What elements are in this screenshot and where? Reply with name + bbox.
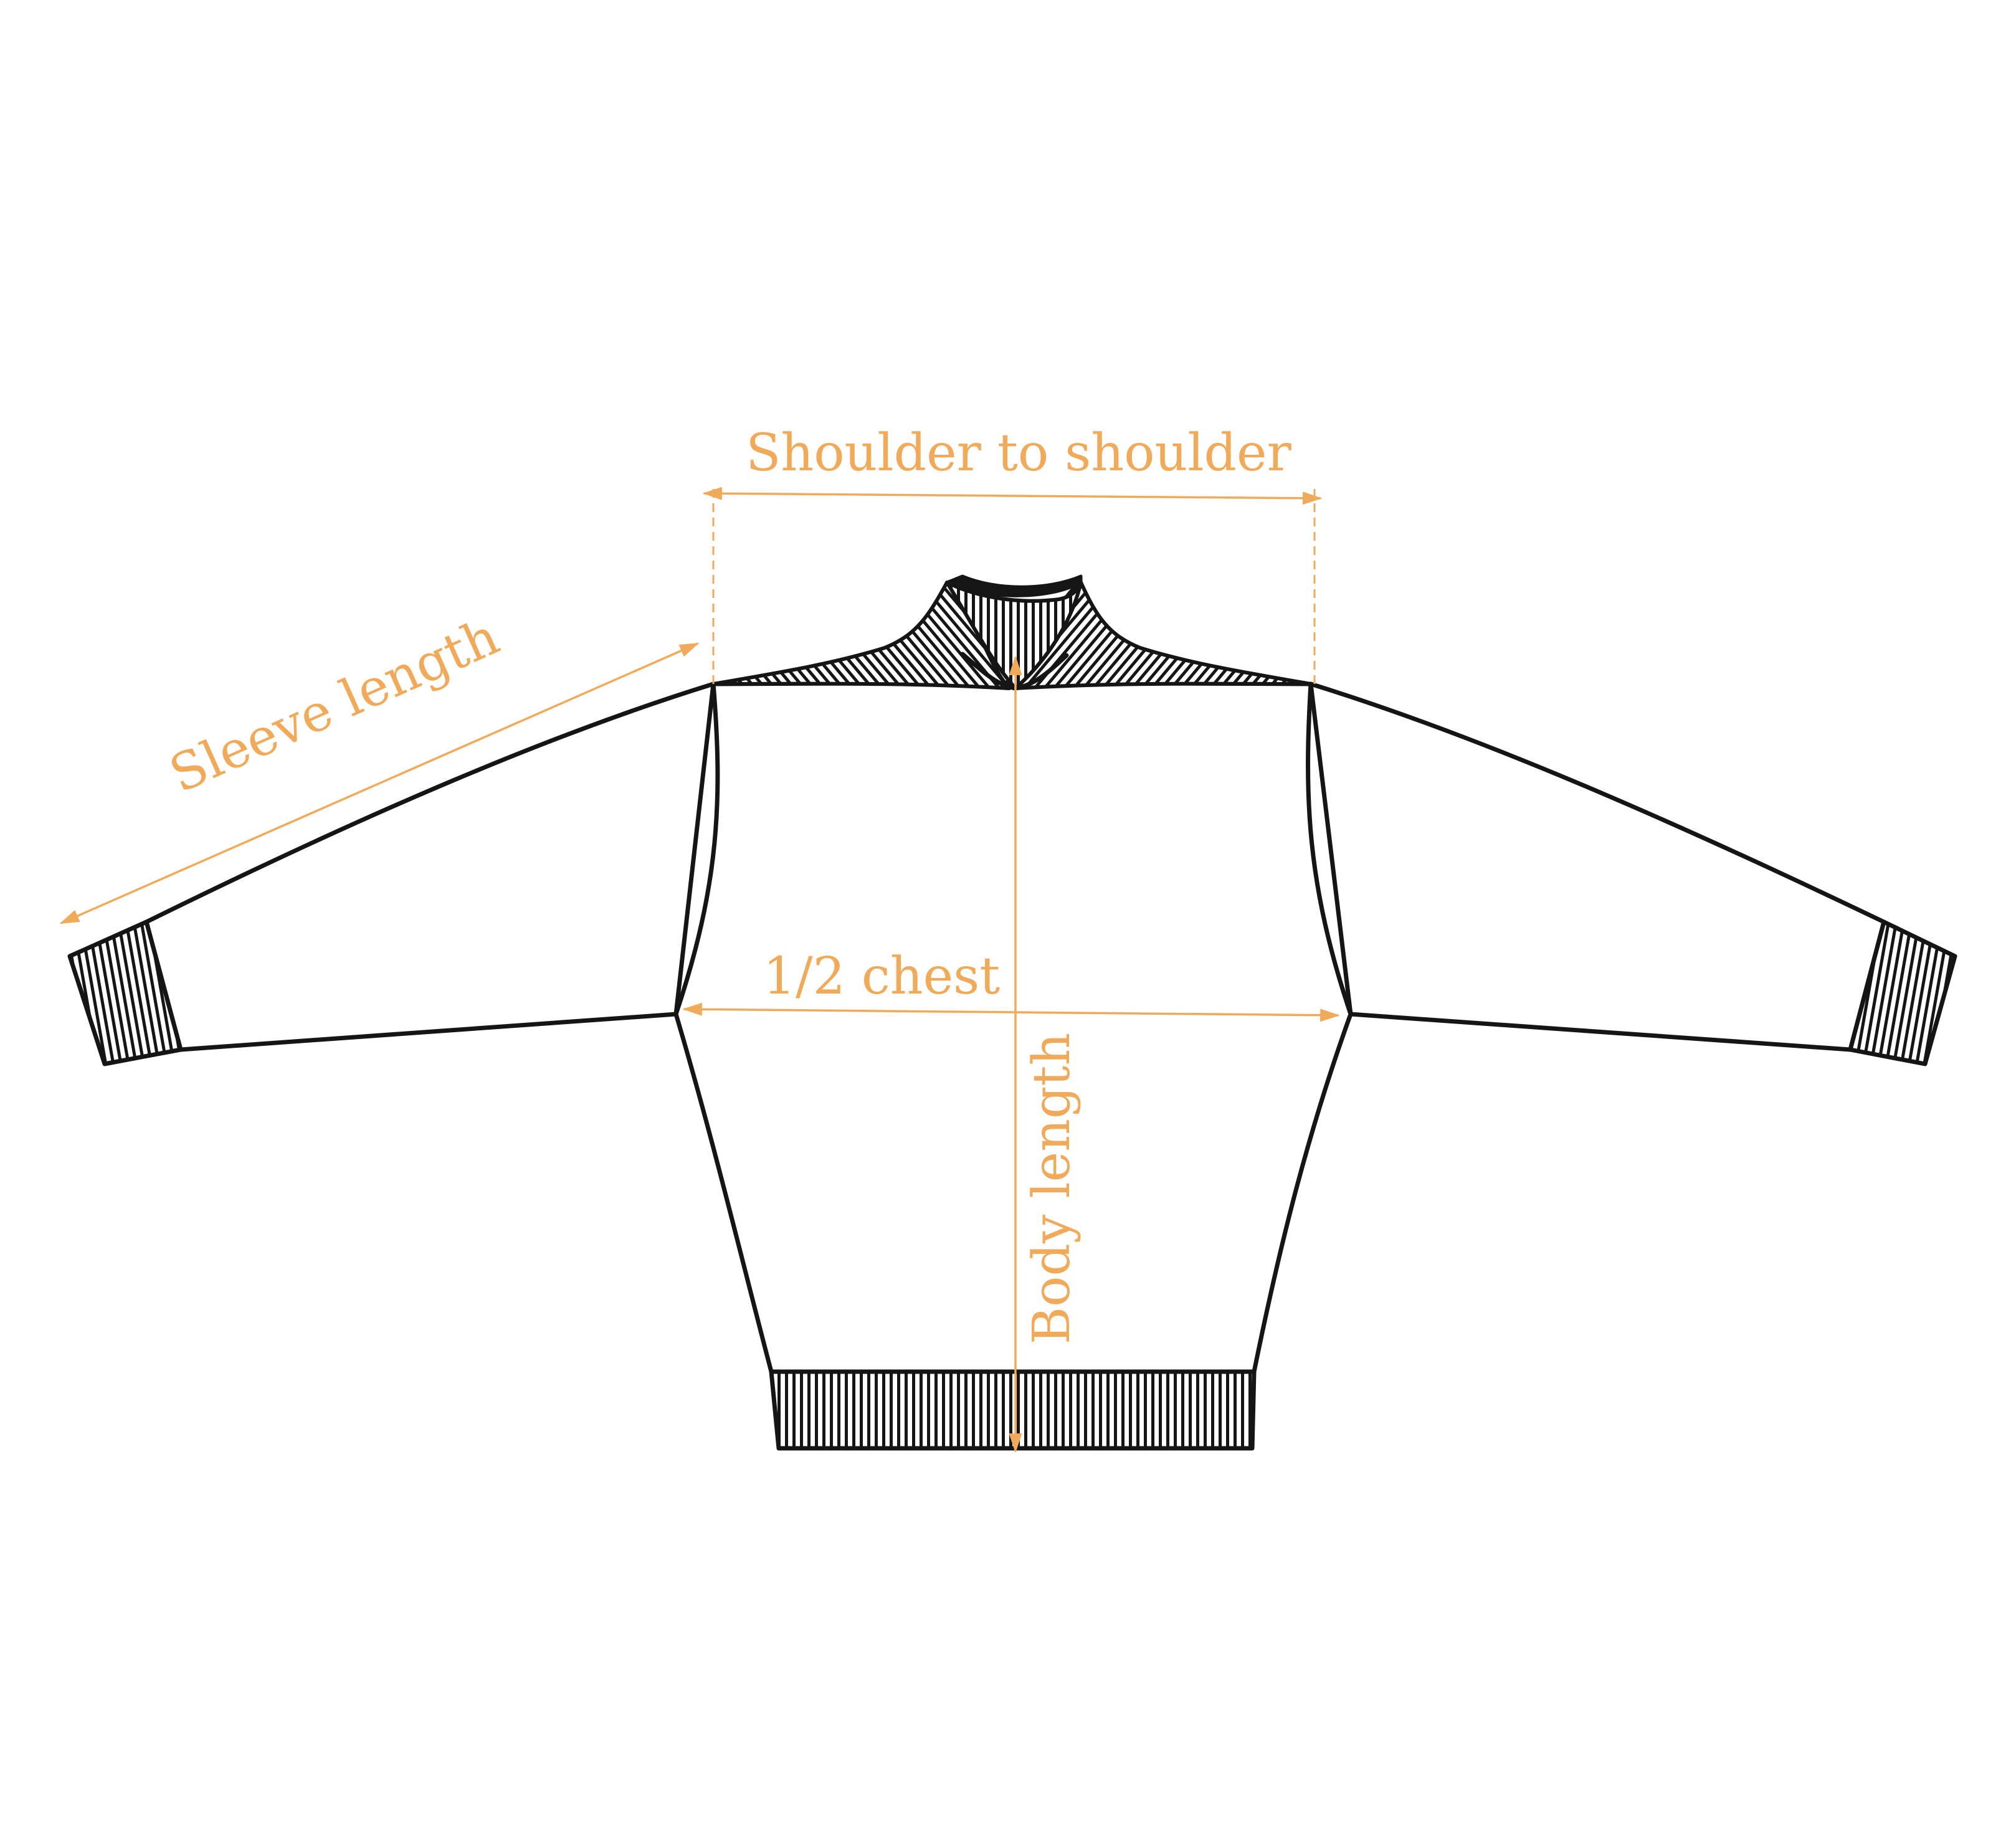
- waistband-rib: [769, 1369, 1257, 1451]
- chest-label: 1/2 chest: [763, 947, 1000, 1006]
- torso: [673, 680, 1353, 1374]
- right-sleeve: [1308, 681, 1886, 1052]
- left-cuff-rib: [67, 919, 183, 1066]
- right-cuff-rib: [1848, 919, 1957, 1066]
- collar-band: [945, 574, 1083, 597]
- body-label: Body length: [1022, 1033, 1082, 1344]
- sleeve-arrow: [59, 642, 700, 924]
- shoulder-label: Shoulder to shoulder: [746, 424, 1291, 483]
- collar-back: [945, 581, 1083, 690]
- sleeve-label: Sleeve length: [161, 607, 508, 804]
- shoulder-arrow: [702, 487, 1323, 505]
